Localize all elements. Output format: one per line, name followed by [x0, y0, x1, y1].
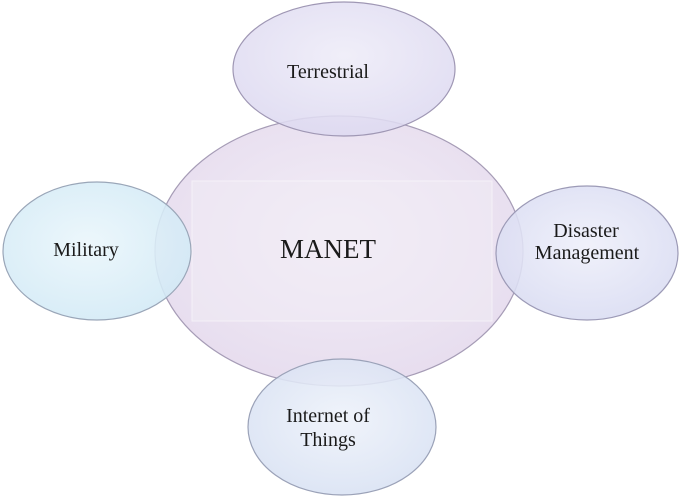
node-left-label: Military [53, 239, 119, 261]
node-bottom-label-line1: Internet of [286, 405, 370, 427]
node-top-ellipse [232, 1, 456, 137]
node-top-label: Terrestrial [287, 61, 369, 83]
center-highlight [191, 180, 493, 322]
node-right-label-line2: Management [535, 242, 640, 264]
node-right-ellipse [495, 185, 679, 321]
node-bottom-ellipse [247, 358, 437, 496]
node-right-label-line1: Disaster [553, 220, 619, 242]
center-label: MANET [280, 234, 376, 264]
node-bottom-label-line2: Things [300, 429, 356, 451]
node-left-ellipse [2, 181, 192, 321]
